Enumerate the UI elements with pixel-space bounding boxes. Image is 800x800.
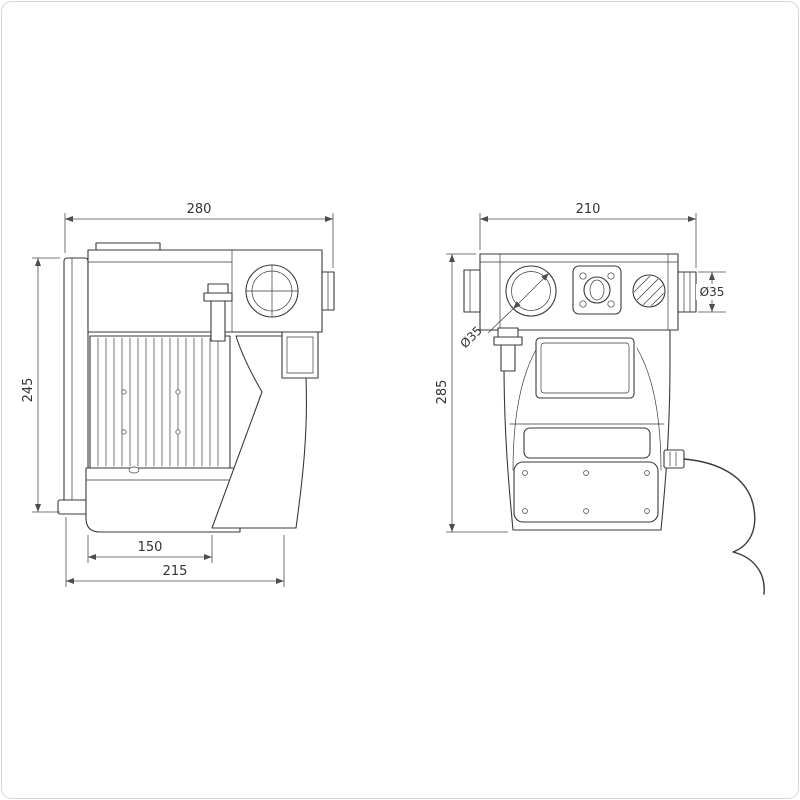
dim-label-215: 215: [163, 564, 188, 579]
dim-front-overall-width: 210: [479, 202, 697, 268]
dim-label-280: 280: [187, 202, 212, 217]
dim-label-210: 210: [576, 202, 601, 217]
dim-label-285: 285: [435, 380, 450, 405]
clamp-knob: [245, 264, 299, 318]
dim-label-150: 150: [138, 540, 163, 555]
motor-base: [85, 466, 241, 533]
inlet-port-left: [463, 269, 481, 313]
outlet-port-right: [677, 271, 697, 313]
dim-side-base-width: 150: [87, 535, 213, 563]
mounting-flange: [57, 257, 95, 515]
dim-label-outlet-d35: Ø35: [700, 285, 725, 299]
dim-front-outlet-diameter: Ø35: [696, 271, 729, 313]
dim-front-overall-height: 285: [435, 253, 508, 533]
display-window: [535, 337, 635, 399]
dim-side-overall-height: 245: [21, 257, 60, 513]
side-port: [321, 271, 335, 311]
front-view: [463, 253, 765, 595]
cable-gland-knob: [663, 449, 685, 469]
pump-head: [211, 331, 319, 529]
dim-side-overall-width: 280: [64, 202, 334, 268]
dim-label-245: 245: [21, 378, 36, 403]
dimensions: 280 245 150 215 210: [21, 202, 729, 587]
bleed-valve-front: [493, 327, 523, 372]
hatched-cap: [632, 274, 666, 308]
side-view: [57, 242, 335, 533]
bleed-valve-side: [203, 283, 233, 342]
motor-fins: [89, 335, 231, 469]
dim-side-overall-depth: 215: [65, 517, 285, 587]
cover-plates: [513, 427, 659, 523]
connector-flange: [572, 265, 622, 315]
power-cable: [683, 458, 765, 595]
